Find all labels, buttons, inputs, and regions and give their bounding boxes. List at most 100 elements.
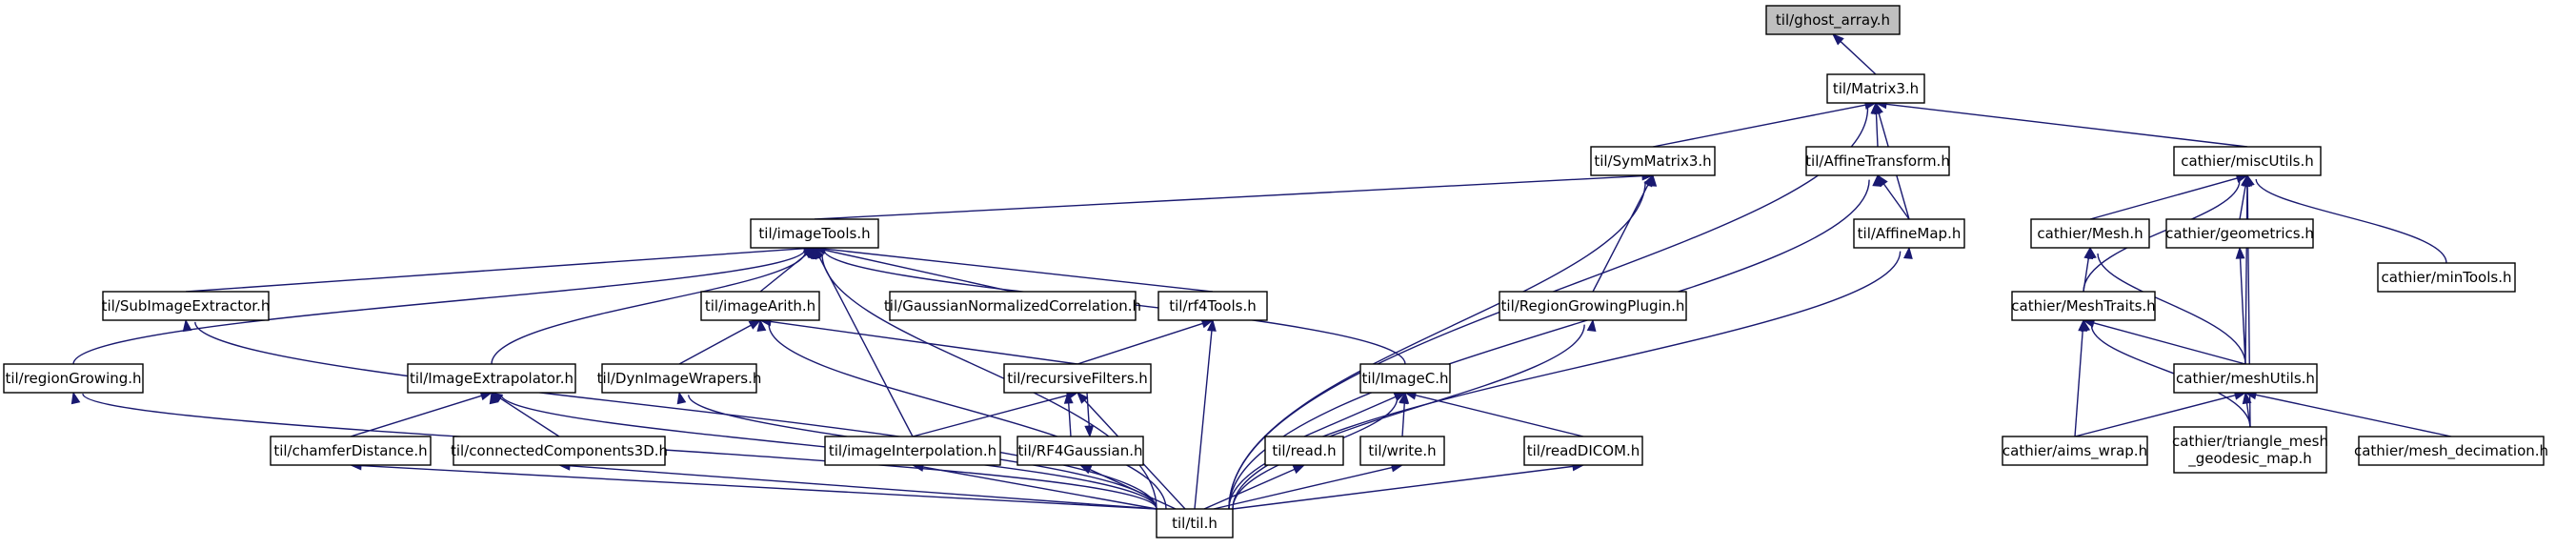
node-box-rf4tools[interactable] — [1157, 291, 1268, 321]
node-box-symmatrix3[interactable] — [1590, 146, 1716, 176]
node-rf4tools[interactable]: til/rf4Tools.h — [1157, 291, 1268, 321]
edge-regiongrowingplugin-to-symmatrix3 — [1592, 183, 1650, 293]
node-miscutils[interactable]: cathier/miscUtils.h — [2173, 146, 2322, 176]
node-chamferdistance[interactable]: til/chamferDistance.h — [270, 436, 432, 466]
node-affinetransform[interactable]: til/AffineTransform.h — [1805, 146, 1950, 176]
node-box-mintools[interactable] — [2377, 262, 2516, 293]
arrowhead-rf4gaussian-to-recursivefilters — [1063, 391, 1074, 404]
node-box-geometrics[interactable] — [2165, 218, 2314, 249]
node-box-imagec[interactable] — [1359, 363, 1451, 394]
node-matrix3[interactable]: til/Matrix3.h — [1826, 73, 1925, 104]
edge-mintools-to-miscutils — [2255, 178, 2447, 264]
node-regiongrowingplugin[interactable]: til/RegionGrowingPlugin.h — [1499, 291, 1687, 321]
node-box-subimageextractor[interactable] — [102, 291, 270, 321]
node-box-affinetransform[interactable] — [1805, 146, 1950, 176]
node-box-matrix3[interactable] — [1826, 73, 1925, 104]
node-recursivefilters[interactable]: til/recursiveFilters.h — [1003, 363, 1152, 394]
nodes-layer: til/ghost_array.h til/Matrix3.h til/SymMat… — [3, 5, 2548, 538]
node-mesh[interactable]: cathier/Mesh.h — [2030, 218, 2150, 249]
node-box-til[interactable] — [1156, 508, 1234, 538]
node-box-chamferdistance[interactable] — [270, 436, 432, 466]
edge-meshtraits-to-mesh — [2083, 256, 2090, 293]
node-box-imagetools[interactable] — [750, 218, 879, 249]
edge-read-to-imagec — [1303, 396, 1398, 437]
node-meshutils[interactable]: cathier/meshUtils.h — [2173, 363, 2318, 394]
node-box-regiongrowingplugin[interactable] — [1499, 291, 1687, 321]
node-label-matrix3: til/Matrix3.h — [1833, 80, 1919, 97]
node-ghost_array[interactable]: til/ghost_array.h — [1765, 5, 1901, 35]
node-box-dynimagewrapers[interactable] — [601, 363, 757, 394]
node-mintools[interactable]: cathier/minTools.h — [2377, 262, 2516, 293]
node-label-mesh: cathier/Mesh.h — [2037, 225, 2143, 242]
edge-dynimagewrapers-to-imagearith — [678, 324, 753, 365]
node-symmatrix3[interactable]: til/SymMatrix3.h — [1590, 146, 1716, 176]
node-box-miscutils[interactable] — [2173, 146, 2322, 176]
node-label-meshdecimation: cathier/mesh_decimation.h — [2354, 442, 2548, 460]
node-box-recursivefilters[interactable] — [1003, 363, 1152, 394]
edge-symmatrix3-to-matrix3 — [1652, 104, 1867, 148]
edge-til-to-chamferdistance — [359, 464, 1157, 510]
node-subimageextractor[interactable]: til/SubImageExtractor.h — [102, 291, 271, 321]
node-box-meshtraits[interactable] — [2011, 291, 2156, 321]
node-imagearith[interactable]: til/imageArith.h — [700, 291, 820, 321]
node-connectedcomponents3d[interactable]: til/connectedComponents3D.h — [451, 436, 668, 466]
node-box-regiongrowing[interactable] — [3, 363, 144, 394]
node-label-affinetransform: til/AffineTransform.h — [1805, 152, 1950, 170]
node-label-rf4tools: til/rf4Tools.h — [1169, 297, 1257, 315]
arrowhead-til-to-imagearith — [756, 318, 767, 333]
node-write[interactable]: til/write.h — [1359, 436, 1445, 466]
node-imageextrapolator[interactable]: til/ImageExtrapolator.h — [407, 363, 576, 394]
node-box-read[interactable] — [1264, 436, 1344, 466]
node-gaussiannormcorr[interactable]: til/GaussianNormalizedCorrelation.h — [884, 291, 1141, 321]
edge-mesh-to-miscutils — [2089, 177, 2239, 220]
edge-rf4gaussian-to-recursivefilters — [1067, 401, 1072, 437]
node-aimswrap[interactable]: cathier/aims_wrap.h — [2002, 436, 2148, 466]
node-box-gaussiannormcorr[interactable] — [889, 291, 1137, 321]
node-affinemap[interactable]: til/AffineMap.h — [1853, 218, 1965, 249]
node-box-connectedcomponents3d[interactable] — [453, 436, 666, 466]
arrowhead-til-to-imagec — [1399, 391, 1408, 405]
node-label-readdicom: til/readDICOM.h — [1527, 442, 1640, 459]
node-read[interactable]: til/read.h — [1264, 436, 1344, 466]
node-label-recursivefilters: til/recursiveFilters.h — [1007, 370, 1148, 387]
edge-til-to-imageinterpolation — [921, 466, 1157, 510]
node-box-affinemap[interactable] — [1853, 218, 1965, 249]
edge-trianglemesh-to-meshutils — [2245, 401, 2251, 428]
edge-til-to-connectedcomponents3d — [568, 465, 1157, 510]
node-label-chamferdistance: til/chamferDistance.h — [273, 442, 427, 459]
node-box-ghost_array[interactable] — [1765, 5, 1901, 35]
node-til[interactable]: til/til.h — [1156, 508, 1234, 538]
node-box-aimswrap[interactable] — [2002, 436, 2148, 466]
node-dynimagewrapers[interactable]: til/DynImageWrapers.h — [597, 363, 762, 394]
node-box-mesh[interactable] — [2030, 218, 2150, 249]
arrowhead-meshutils-to-mesh — [2087, 246, 2097, 260]
node-meshdecimation[interactable]: cathier/mesh_decimation.h — [2354, 436, 2548, 466]
node-box-meshdecimation[interactable] — [2358, 436, 2545, 466]
node-box-meshutils[interactable] — [2173, 363, 2318, 394]
node-meshtraits[interactable]: cathier/MeshTraits.h — [2011, 291, 2156, 321]
node-geometrics[interactable]: cathier/geometrics.h — [2165, 218, 2314, 249]
node-box-trianglemesh[interactable] — [2173, 426, 2327, 474]
node-readdicom[interactable]: til/readDICOM.h — [1523, 436, 1643, 466]
edge-til-to-subimageextractor — [194, 321, 1157, 510]
edge-til-to-regiongrowingplugin — [1232, 324, 1585, 510]
node-imagec[interactable]: til/ImageC.h — [1359, 363, 1451, 394]
node-box-imagearith[interactable] — [700, 291, 820, 321]
node-box-imageinterpolation[interactable] — [824, 436, 1001, 466]
node-label-imagetools: til/imageTools.h — [758, 225, 870, 242]
node-label-til: til/til.h — [1172, 515, 1218, 532]
node-imageinterpolation[interactable]: til/imageInterpolation.h — [824, 436, 1001, 466]
node-trianglemesh[interactable]: cathier/triangle_mesh_geodesic_map.h — [2172, 426, 2328, 474]
node-label-aimswrap: cathier/aims_wrap.h — [2002, 442, 2147, 460]
node-rf4gaussian[interactable]: til/RF4Gaussian.h — [1016, 436, 1144, 466]
node-box-imageextrapolator[interactable] — [407, 363, 576, 394]
node-box-write[interactable] — [1359, 436, 1445, 466]
node-regiongrowing[interactable]: til/regionGrowing.h — [3, 363, 144, 394]
node-imagetools[interactable]: til/imageTools.h — [750, 218, 879, 249]
edge-gaussiannormcorr-to-imagetools — [823, 249, 1014, 293]
node-box-readdicom[interactable] — [1523, 436, 1643, 466]
edge-til-to-write — [1213, 466, 1394, 510]
node-box-rf4gaussian[interactable] — [1016, 436, 1144, 466]
node-label-imagearith: til/imageArith.h — [705, 297, 815, 315]
